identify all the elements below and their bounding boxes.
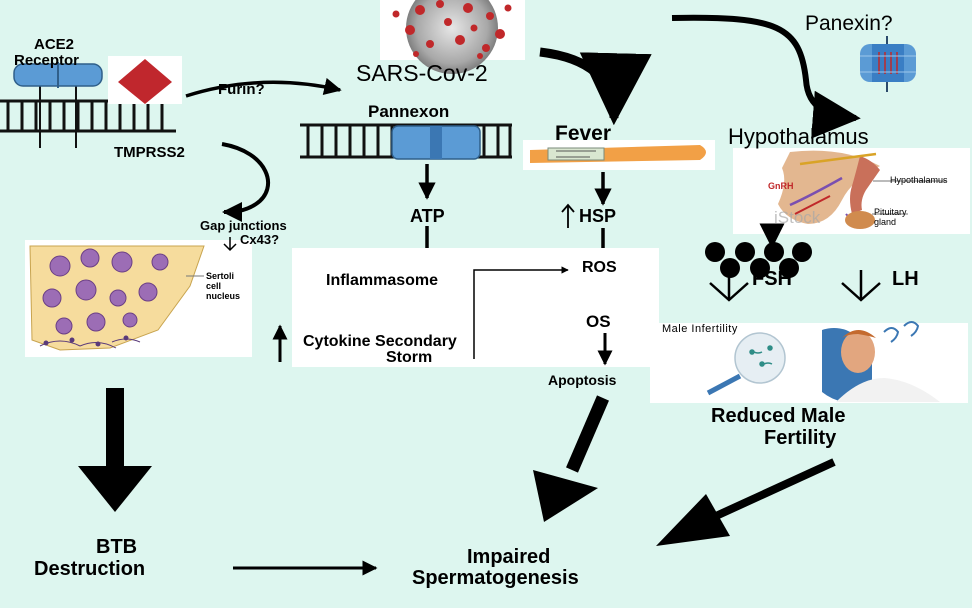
label-fsh: FSH [752, 268, 792, 290]
hormone-dots [705, 242, 812, 278]
label-sertoli-2: cell [206, 281, 222, 291]
label-receptor: Receptor [14, 52, 80, 69]
label-inflammasome: Inflammasome [326, 272, 439, 289]
up-arrow-hsp [561, 203, 575, 228]
label-tmprss2: TMPRSS2 [114, 144, 185, 161]
label-sars-cov-2: SARS-Cov-2 [356, 60, 488, 86]
label-cytokine-2: Storm [386, 349, 433, 366]
label-cx43: Cx43? [240, 232, 280, 247]
label-impaired-1: Impaired [467, 546, 551, 568]
label-impaired-2: Spermatogenesis [412, 567, 579, 589]
label-btb-2: Destruction [34, 558, 146, 580]
male-infertility-image [650, 321, 968, 403]
label-btb-1: BTB [96, 536, 138, 558]
label-hsp: HSP [579, 206, 617, 226]
label-apoptosis: Apoptosis [548, 372, 617, 388]
label-grh: GnRH [768, 181, 794, 191]
hypothalamus-image [733, 148, 970, 234]
label-gap-junctions: Gap junctions [200, 218, 287, 233]
label-os: OS [586, 312, 611, 331]
label-male-infertility: Male Infertility [662, 323, 738, 335]
arrow-fertility-impaired [656, 458, 836, 546]
lh-down-arrow [841, 270, 881, 302]
panexin-icon [860, 36, 916, 92]
label-cytokine-1: Cytokine Secondary [303, 333, 457, 350]
label-atp: ATP [410, 206, 445, 226]
arrow-to-hypothalamus [671, 14, 861, 139]
furin-arrow [185, 77, 342, 98]
arrow-apoptosis-impaired [533, 395, 609, 522]
label-pannexon: Pannexon [368, 102, 450, 121]
label-sertoli-3: nucleus [206, 291, 241, 301]
label-pituitary-2: gland [874, 217, 897, 227]
watermark: iStock [774, 208, 821, 227]
label-reduced-2: Fertility [764, 427, 837, 449]
ace2-membrane [0, 62, 176, 148]
arrow-inflammasome-ros [473, 266, 569, 359]
label-hypo-inset: Hypothalamus [890, 175, 948, 185]
label-lh: LH [892, 268, 919, 290]
label-ace2: ACE2 [34, 36, 75, 53]
arrow-sars-to-fever [539, 47, 652, 126]
label-fever: Fever [555, 122, 612, 145]
label-panexin: Panexin? [805, 12, 893, 35]
label-furin: Furin? [218, 81, 265, 98]
arrow-sertoli-btb [78, 388, 152, 512]
pannexon-membrane [300, 123, 512, 160]
label-pituitary-1: Pituitary [874, 207, 907, 217]
sertoli-cell-image [25, 240, 252, 357]
mechanism-box [292, 248, 659, 367]
label-ros: ROS [582, 259, 617, 276]
thermometer-icon [523, 140, 715, 170]
label-sertoli-1: Sertoli [206, 271, 235, 281]
tmprss2-protease [108, 56, 182, 104]
arrow-to-gap-junctions [221, 142, 270, 222]
label-hypothalamus: Hypothalamus [728, 124, 869, 149]
cx43-down-arrow [223, 237, 237, 252]
label-reduced-1: Reduced Male [711, 405, 846, 427]
virus-icon [380, 0, 525, 74]
fsh-down-arrow [709, 270, 749, 302]
